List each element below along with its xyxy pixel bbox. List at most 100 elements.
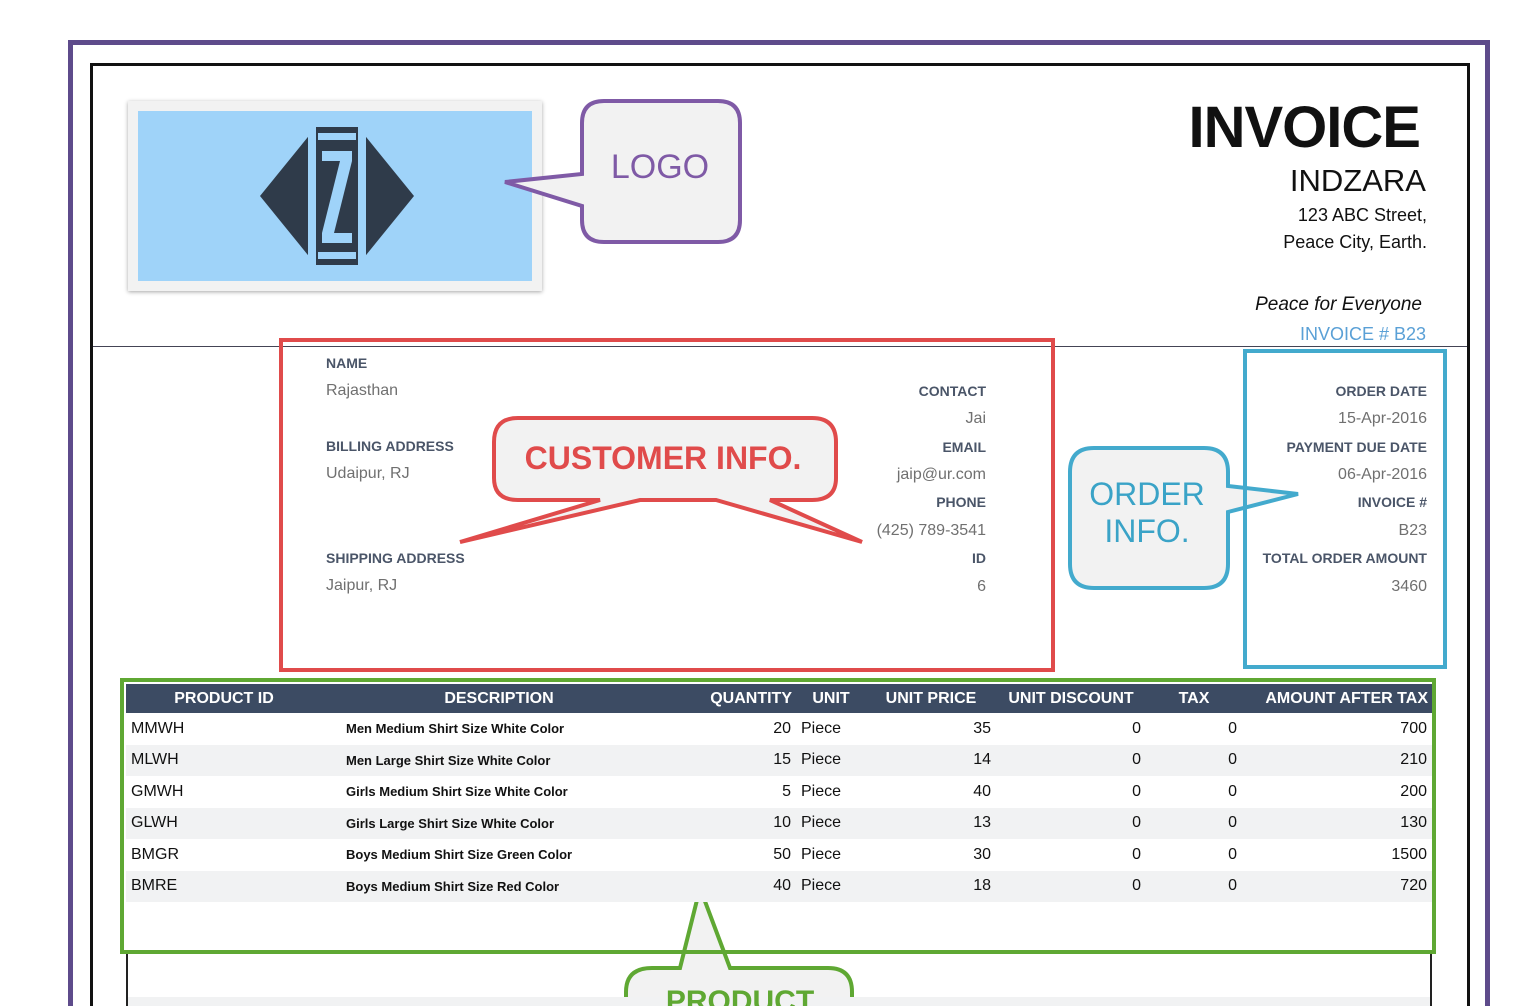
logo-callout-label: LOGO <box>610 148 710 186</box>
order-callout-bubble <box>1068 446 1299 590</box>
logo-background <box>138 111 532 281</box>
outer-frame <box>68 40 1490 1006</box>
order-callout-line1: ORDER <box>1089 476 1205 512</box>
cell-quantity: 10 <box>676 807 796 839</box>
cell-quantity: 20 <box>773 719 791 737</box>
cell-amount-after-tax: 210 <box>1242 744 1432 776</box>
cell-quantity: 15 <box>676 744 796 776</box>
column-header-unit: UNIT <box>796 684 866 713</box>
cell-unit-discount: 0 <box>1132 845 1141 863</box>
cell-tax: 0 <box>1228 719 1237 737</box>
customer-callout-label: CUSTOMER INFO. <box>524 440 802 476</box>
product-table: PRODUCT ID DESCRIPTION QUANTITY UNIT UNI… <box>126 684 1432 933</box>
customer-callout-bubble <box>459 416 863 544</box>
cell-tax: 0 <box>1146 744 1242 776</box>
header-divider <box>93 346 1467 347</box>
cell-unit-price: 13 <box>866 807 996 839</box>
table-row: BMGR Boys Medium Shirt Size Green Color … <box>126 839 1432 871</box>
cell-unit-price: 30 <box>973 845 991 863</box>
company-name: INDZARA <box>1289 163 1426 198</box>
cell-unit: Piece <box>801 845 842 863</box>
order-callout-label: ORDER INFO. <box>1072 476 1222 550</box>
cell-quantity: 40 <box>676 870 796 902</box>
cell-amount-after-tax: 200 <box>1400 782 1427 800</box>
cell-product-id: GMWH <box>131 782 184 800</box>
contact-value: Jai <box>965 410 986 427</box>
table-row: MLWH Men Large Shirt Size White Color 15… <box>126 744 1432 776</box>
cell-tax: 0 <box>1146 870 1242 902</box>
cell-amount-after-tax: 720 <box>1242 870 1432 902</box>
invoice-title: INVOICE <box>1188 95 1421 160</box>
cell-unit: Piece <box>796 870 866 902</box>
table-row-empty <box>128 997 1430 1006</box>
cell-description: Men Medium Shirt Size White Color <box>346 721 565 737</box>
column-header-unit-price: UNIT PRICE <box>866 684 996 713</box>
cell-unit: Piece <box>801 782 842 800</box>
customer-info-highlight <box>279 338 1055 672</box>
total-order-amount-label: TOTAL ORDER AMOUNT <box>1262 550 1427 566</box>
cell-amount-after-tax: 130 <box>1242 807 1432 839</box>
cell-quantity: 5 <box>782 782 791 800</box>
product-info-highlight <box>120 678 1436 954</box>
cell-unit-discount: 0 <box>1132 719 1141 737</box>
company-address-line1: 123 ABC Street, <box>1297 205 1427 225</box>
email-value: jaip@ur.com <box>896 466 986 483</box>
cell-unit-discount: 0 <box>996 870 1146 902</box>
table-continuation <box>126 954 1432 1006</box>
company-tagline: Peace for Everyone <box>1255 294 1422 315</box>
order-date-value: 15-Apr-2016 <box>1338 410 1427 427</box>
invoice-number-value: B23 <box>1398 522 1427 539</box>
billing-address-label: BILLING ADDRESS <box>326 438 454 454</box>
cell-unit-price: 35 <box>973 719 991 737</box>
cell-description: Girls Large Shirt Size White Color <box>322 807 676 839</box>
product-callout-bubble <box>624 881 854 1006</box>
shipping-address-value: Jaipur, RJ <box>326 577 398 594</box>
cell-product-id: MLWH <box>126 744 322 776</box>
cell-unit: Piece <box>796 744 866 776</box>
customer-name-value: Rajasthan <box>326 382 399 399</box>
email-label: EMAIL <box>942 439 986 455</box>
cell-description: Men Large Shirt Size White Color <box>322 744 676 776</box>
table-row: GLWH Girls Large Shirt Size White Color … <box>126 807 1432 839</box>
order-date-label: ORDER DATE <box>1335 383 1427 399</box>
cell-tax: 0 <box>1228 845 1237 863</box>
order-callout-line2: INFO. <box>1104 512 1190 549</box>
billing-address-value: Udaipur, RJ <box>326 465 410 482</box>
cell-amount-after-tax: 1500 <box>1391 845 1427 863</box>
cell-unit-discount: 0 <box>1132 782 1141 800</box>
cell-quantity: 50 <box>773 845 791 863</box>
cell-unit-price: 14 <box>866 744 996 776</box>
cell-description: Boys Medium Shirt Size Green Color <box>346 847 573 863</box>
cell-unit: Piece <box>796 807 866 839</box>
company-address-line2: Peace City, Earth. <box>1283 232 1427 252</box>
total-order-amount-value: 3460 <box>1391 578 1427 595</box>
table-row: GMWH Girls Medium Shirt Size White Color… <box>126 776 1432 808</box>
cell-amount-after-tax: 700 <box>1400 719 1427 737</box>
column-header-quantity: QUANTITY <box>676 684 796 713</box>
cell-description: Girls Medium Shirt Size White Color <box>346 784 568 800</box>
payment-due-date-label: PAYMENT DUE DATE <box>1286 439 1427 455</box>
column-header-tax: TAX <box>1146 684 1242 713</box>
customer-id-label: ID <box>972 550 986 566</box>
cell-unit: Piece <box>801 719 842 737</box>
invoice-number-header: INVOICE # B23 <box>1299 324 1426 344</box>
cell-description: Boys Medium Shirt Size Red Color <box>322 870 676 902</box>
shipping-address-label: SHIPPING ADDRESS <box>326 550 465 566</box>
table-row: MMWH Men Medium Shirt Size White Color 2… <box>126 713 1432 745</box>
table-header-row: PRODUCT ID DESCRIPTION QUANTITY UNIT UNI… <box>126 684 1432 713</box>
phone-value: (425) 789-3541 <box>876 522 986 539</box>
cell-product-id: BMRE <box>126 870 322 902</box>
cell-unit-discount: 0 <box>996 807 1146 839</box>
cell-product-id: MMWH <box>131 719 185 737</box>
column-header-amount-after-tax: AMOUNT AFTER TAX <box>1242 684 1432 713</box>
cell-product-id: GLWH <box>126 807 322 839</box>
cell-unit-price: 18 <box>866 870 996 902</box>
column-header-unit-discount: UNIT DISCOUNT <box>996 684 1146 713</box>
customer-name-label: NAME <box>326 355 368 371</box>
phone-label: PHONE <box>936 494 986 510</box>
order-info-highlight <box>1243 349 1447 669</box>
cell-unit-discount: 0 <box>996 744 1146 776</box>
invoice-number-label: INVOICE # <box>1357 494 1427 510</box>
cell-product-id: BMGR <box>131 845 179 863</box>
